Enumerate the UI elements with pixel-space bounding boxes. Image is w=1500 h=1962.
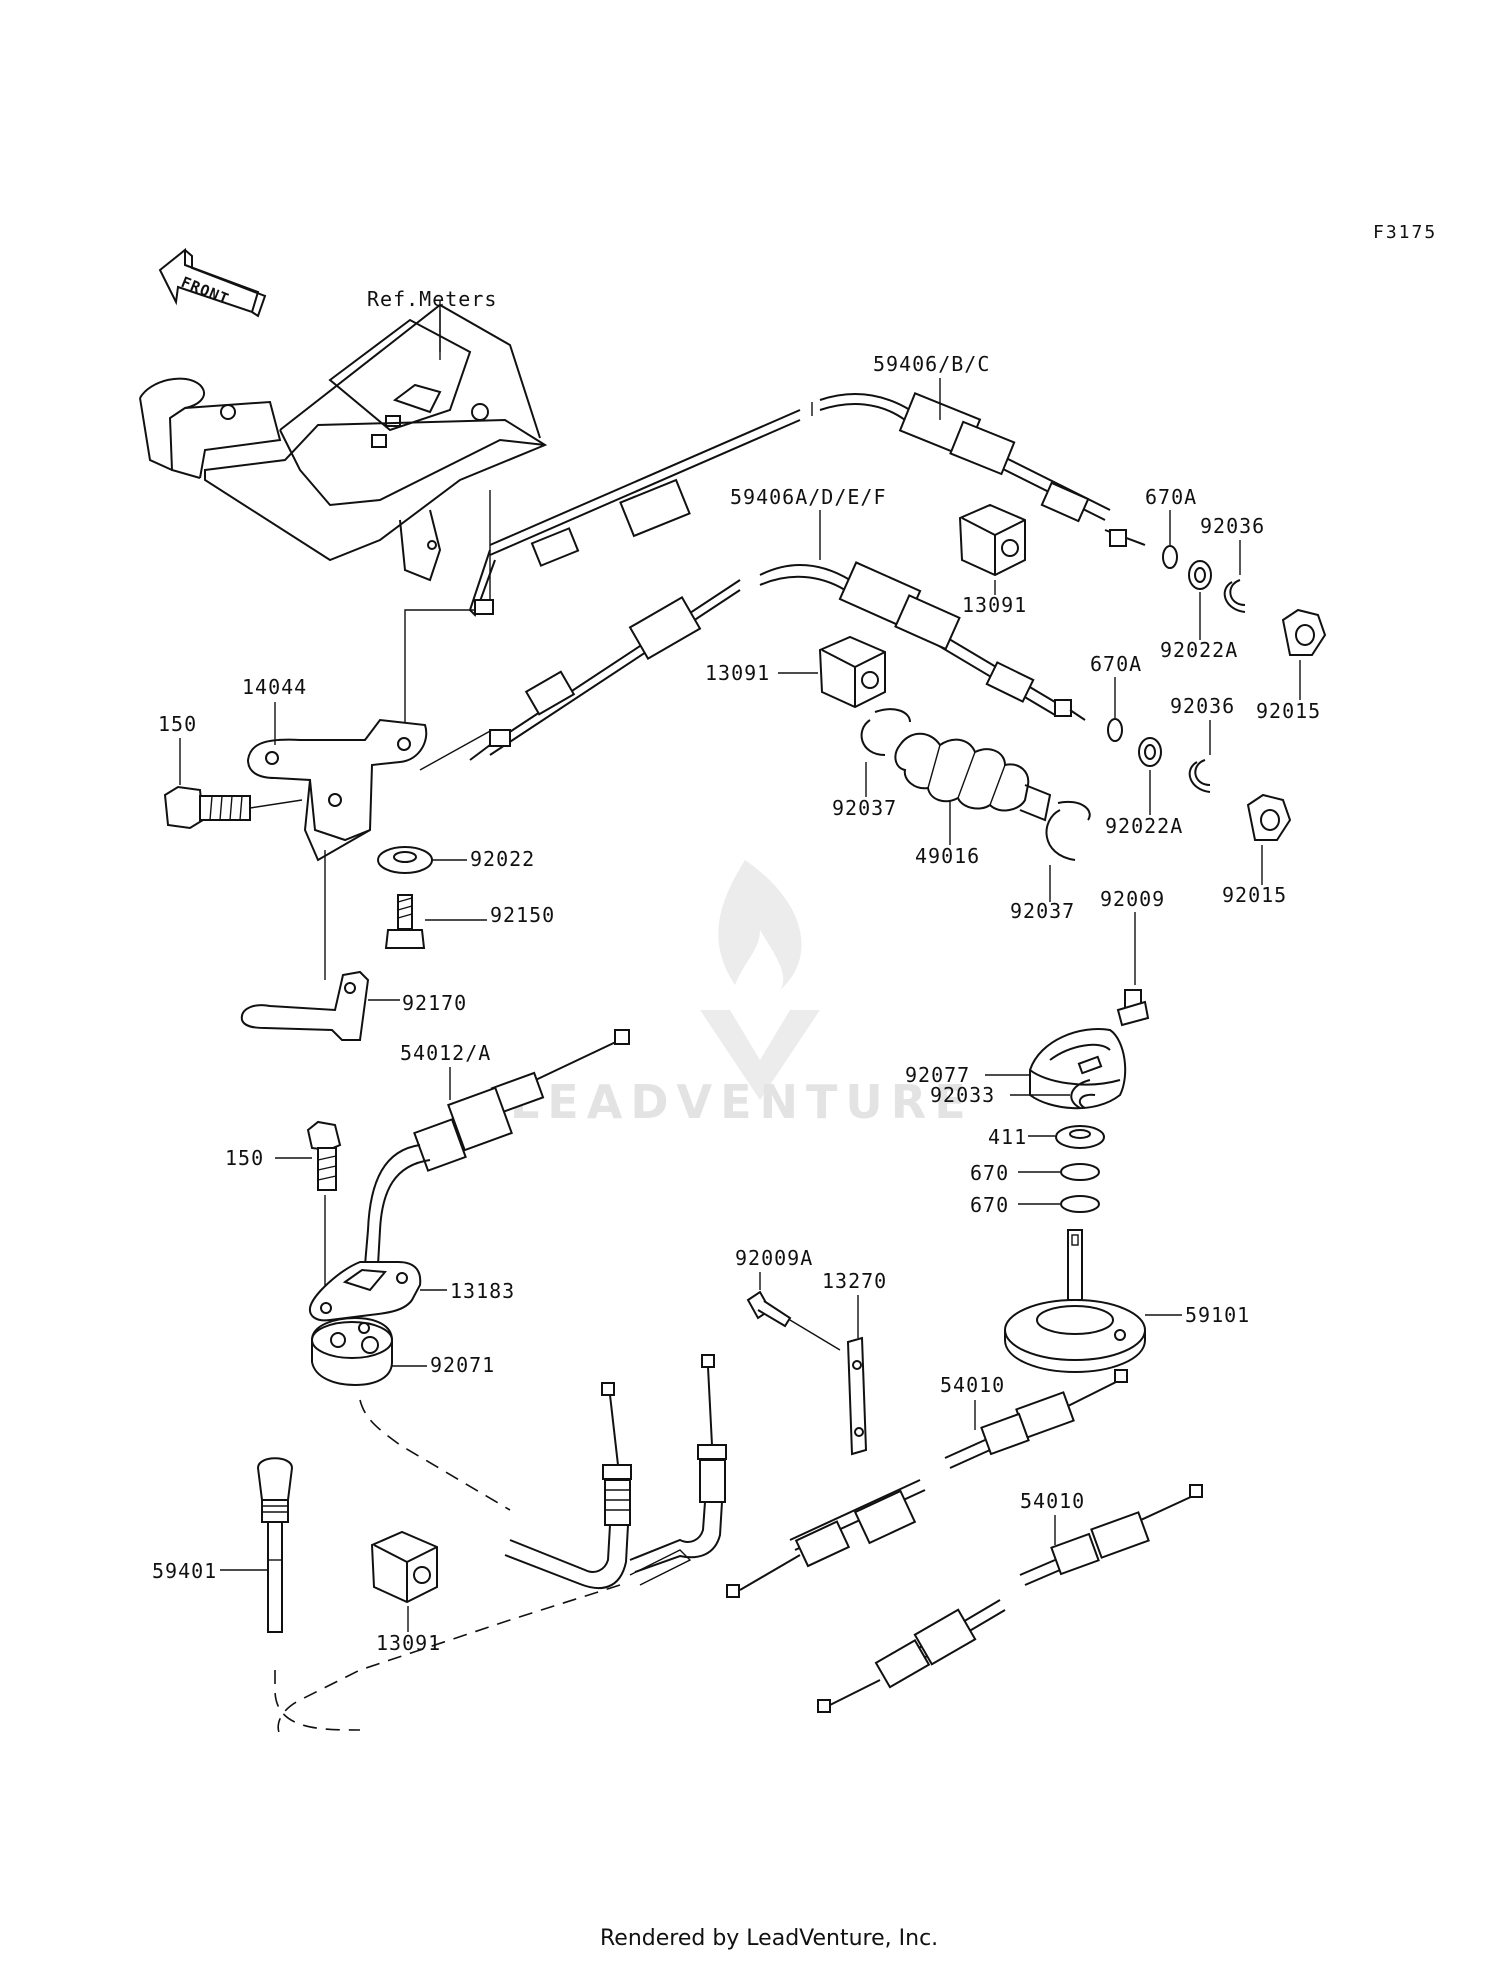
- label-54012-a: 54012/A: [400, 1041, 491, 1065]
- routing-line-bottom: [274, 1670, 361, 1731]
- meter-bracket: [139, 300, 548, 582]
- boot-49016: [894, 732, 1052, 822]
- label-92009: 92009: [1100, 887, 1165, 911]
- label-92022: 92022: [470, 847, 535, 871]
- label-92009a: 92009A: [735, 1246, 813, 1270]
- routing-line-upper: [359, 1399, 511, 1511]
- watermark-text: LEADVENTURE: [510, 1075, 974, 1129]
- clip-92036-lower: [1188, 759, 1211, 793]
- cable-59406a-d-e-f: [469, 561, 1086, 761]
- watermark-logo: [700, 860, 820, 1100]
- cable-54010-lower: [817, 1484, 1203, 1713]
- plate-13270: [846, 1336, 868, 1456]
- label-14044: 14044: [242, 675, 307, 699]
- label-670a-1: 670A: [1145, 485, 1197, 509]
- clip-92033: [1070, 1079, 1096, 1109]
- oring-670-lower: [1060, 1195, 1100, 1213]
- grommet-92071: [311, 1316, 393, 1387]
- cable-59406-b-c: [468, 392, 1146, 617]
- label-92150: 92150: [490, 903, 555, 927]
- label-92036-2: 92036: [1170, 694, 1235, 718]
- label-92022a-2: 92022A: [1105, 814, 1183, 838]
- label-92037-2: 92037: [1010, 899, 1075, 923]
- label-150-1: 150: [158, 712, 197, 736]
- label-13091-a: 13091: [962, 593, 1027, 617]
- clamp-92037-right: [1045, 800, 1091, 861]
- routing-line-lower: [277, 1584, 621, 1736]
- washer-92022a-upper: [1188, 560, 1212, 590]
- label-92036-1: 92036: [1200, 514, 1265, 538]
- clip-13091-top: [958, 503, 1026, 577]
- bolt-150-lower: [306, 1120, 342, 1191]
- clamp-92037-left: [860, 708, 911, 756]
- cable-54010-upper: [726, 1369, 1128, 1598]
- choke-knob-59401: [256, 1457, 294, 1633]
- nut-92015-lower: [1246, 793, 1292, 841]
- bolt-92150: [384, 894, 426, 949]
- label-150-2: 150: [225, 1146, 264, 1170]
- clip-13091-bottom: [370, 1530, 438, 1604]
- cable-54012-a: [361, 1029, 630, 1301]
- bracket-14044: [246, 718, 428, 862]
- oring-670a-lower: [1107, 718, 1123, 742]
- front-arrow-icon: FRONT: [158, 247, 267, 318]
- label-92015-2: 92015: [1222, 883, 1287, 907]
- label-670-1: 670: [970, 1161, 1009, 1185]
- label-92170: 92170: [402, 991, 467, 1015]
- label-411: 411: [988, 1125, 1027, 1149]
- label-92077: 92077: [905, 1063, 970, 1087]
- figure-code: F3175: [1373, 222, 1437, 243]
- label-13183: 13183: [450, 1279, 515, 1303]
- washer-92022: [377, 846, 433, 874]
- fuel-cable-left: [504, 1382, 632, 1590]
- label-92071: 92071: [430, 1353, 495, 1377]
- screw-92009: [1116, 989, 1150, 1027]
- plate-13183: [308, 1261, 422, 1322]
- footer-credit: Rendered by LeadVenture, Inc.: [600, 1926, 938, 1951]
- washer-411: [1055, 1125, 1105, 1149]
- label-670-2: 670: [970, 1193, 1009, 1217]
- label-59101: 59101: [1185, 1303, 1250, 1327]
- screw-92009a: [746, 1290, 792, 1328]
- label-54010-2: 54010: [1020, 1489, 1085, 1513]
- knob-92077: [1029, 1028, 1127, 1110]
- label-ref-meters: Ref.Meters: [367, 287, 497, 311]
- label-670a-2: 670A: [1090, 652, 1142, 676]
- fuel-cable-right: [629, 1354, 727, 1586]
- clip-92036-upper: [1223, 579, 1246, 613]
- clip-13091-mid: [818, 635, 886, 709]
- stay-92170: [240, 970, 370, 1041]
- nut-92015-upper: [1281, 608, 1327, 656]
- label-54010-1: 54010: [940, 1373, 1005, 1397]
- oring-670a-upper: [1162, 545, 1178, 569]
- washer-92022a-lower: [1138, 737, 1162, 767]
- label-92022a-1: 92022A: [1160, 638, 1238, 662]
- label-59406-b-c: 59406/B/C: [873, 352, 990, 376]
- label-13091-b: 13091: [705, 661, 770, 685]
- label-13091-c: 13091: [376, 1631, 441, 1655]
- label-59401: 59401: [152, 1559, 217, 1583]
- label-92033: 92033: [930, 1083, 995, 1107]
- valve-59101: [1004, 1229, 1146, 1374]
- label-59406a-d-e-f: 59406A/D/E/F: [730, 485, 887, 509]
- label-13270: 13270: [822, 1269, 887, 1293]
- label-92037-1: 92037: [832, 796, 897, 820]
- oring-670-upper: [1060, 1163, 1100, 1181]
- bolt-150-upper: [163, 785, 251, 830]
- label-92015-1: 92015: [1256, 699, 1321, 723]
- label-49016: 49016: [915, 844, 980, 868]
